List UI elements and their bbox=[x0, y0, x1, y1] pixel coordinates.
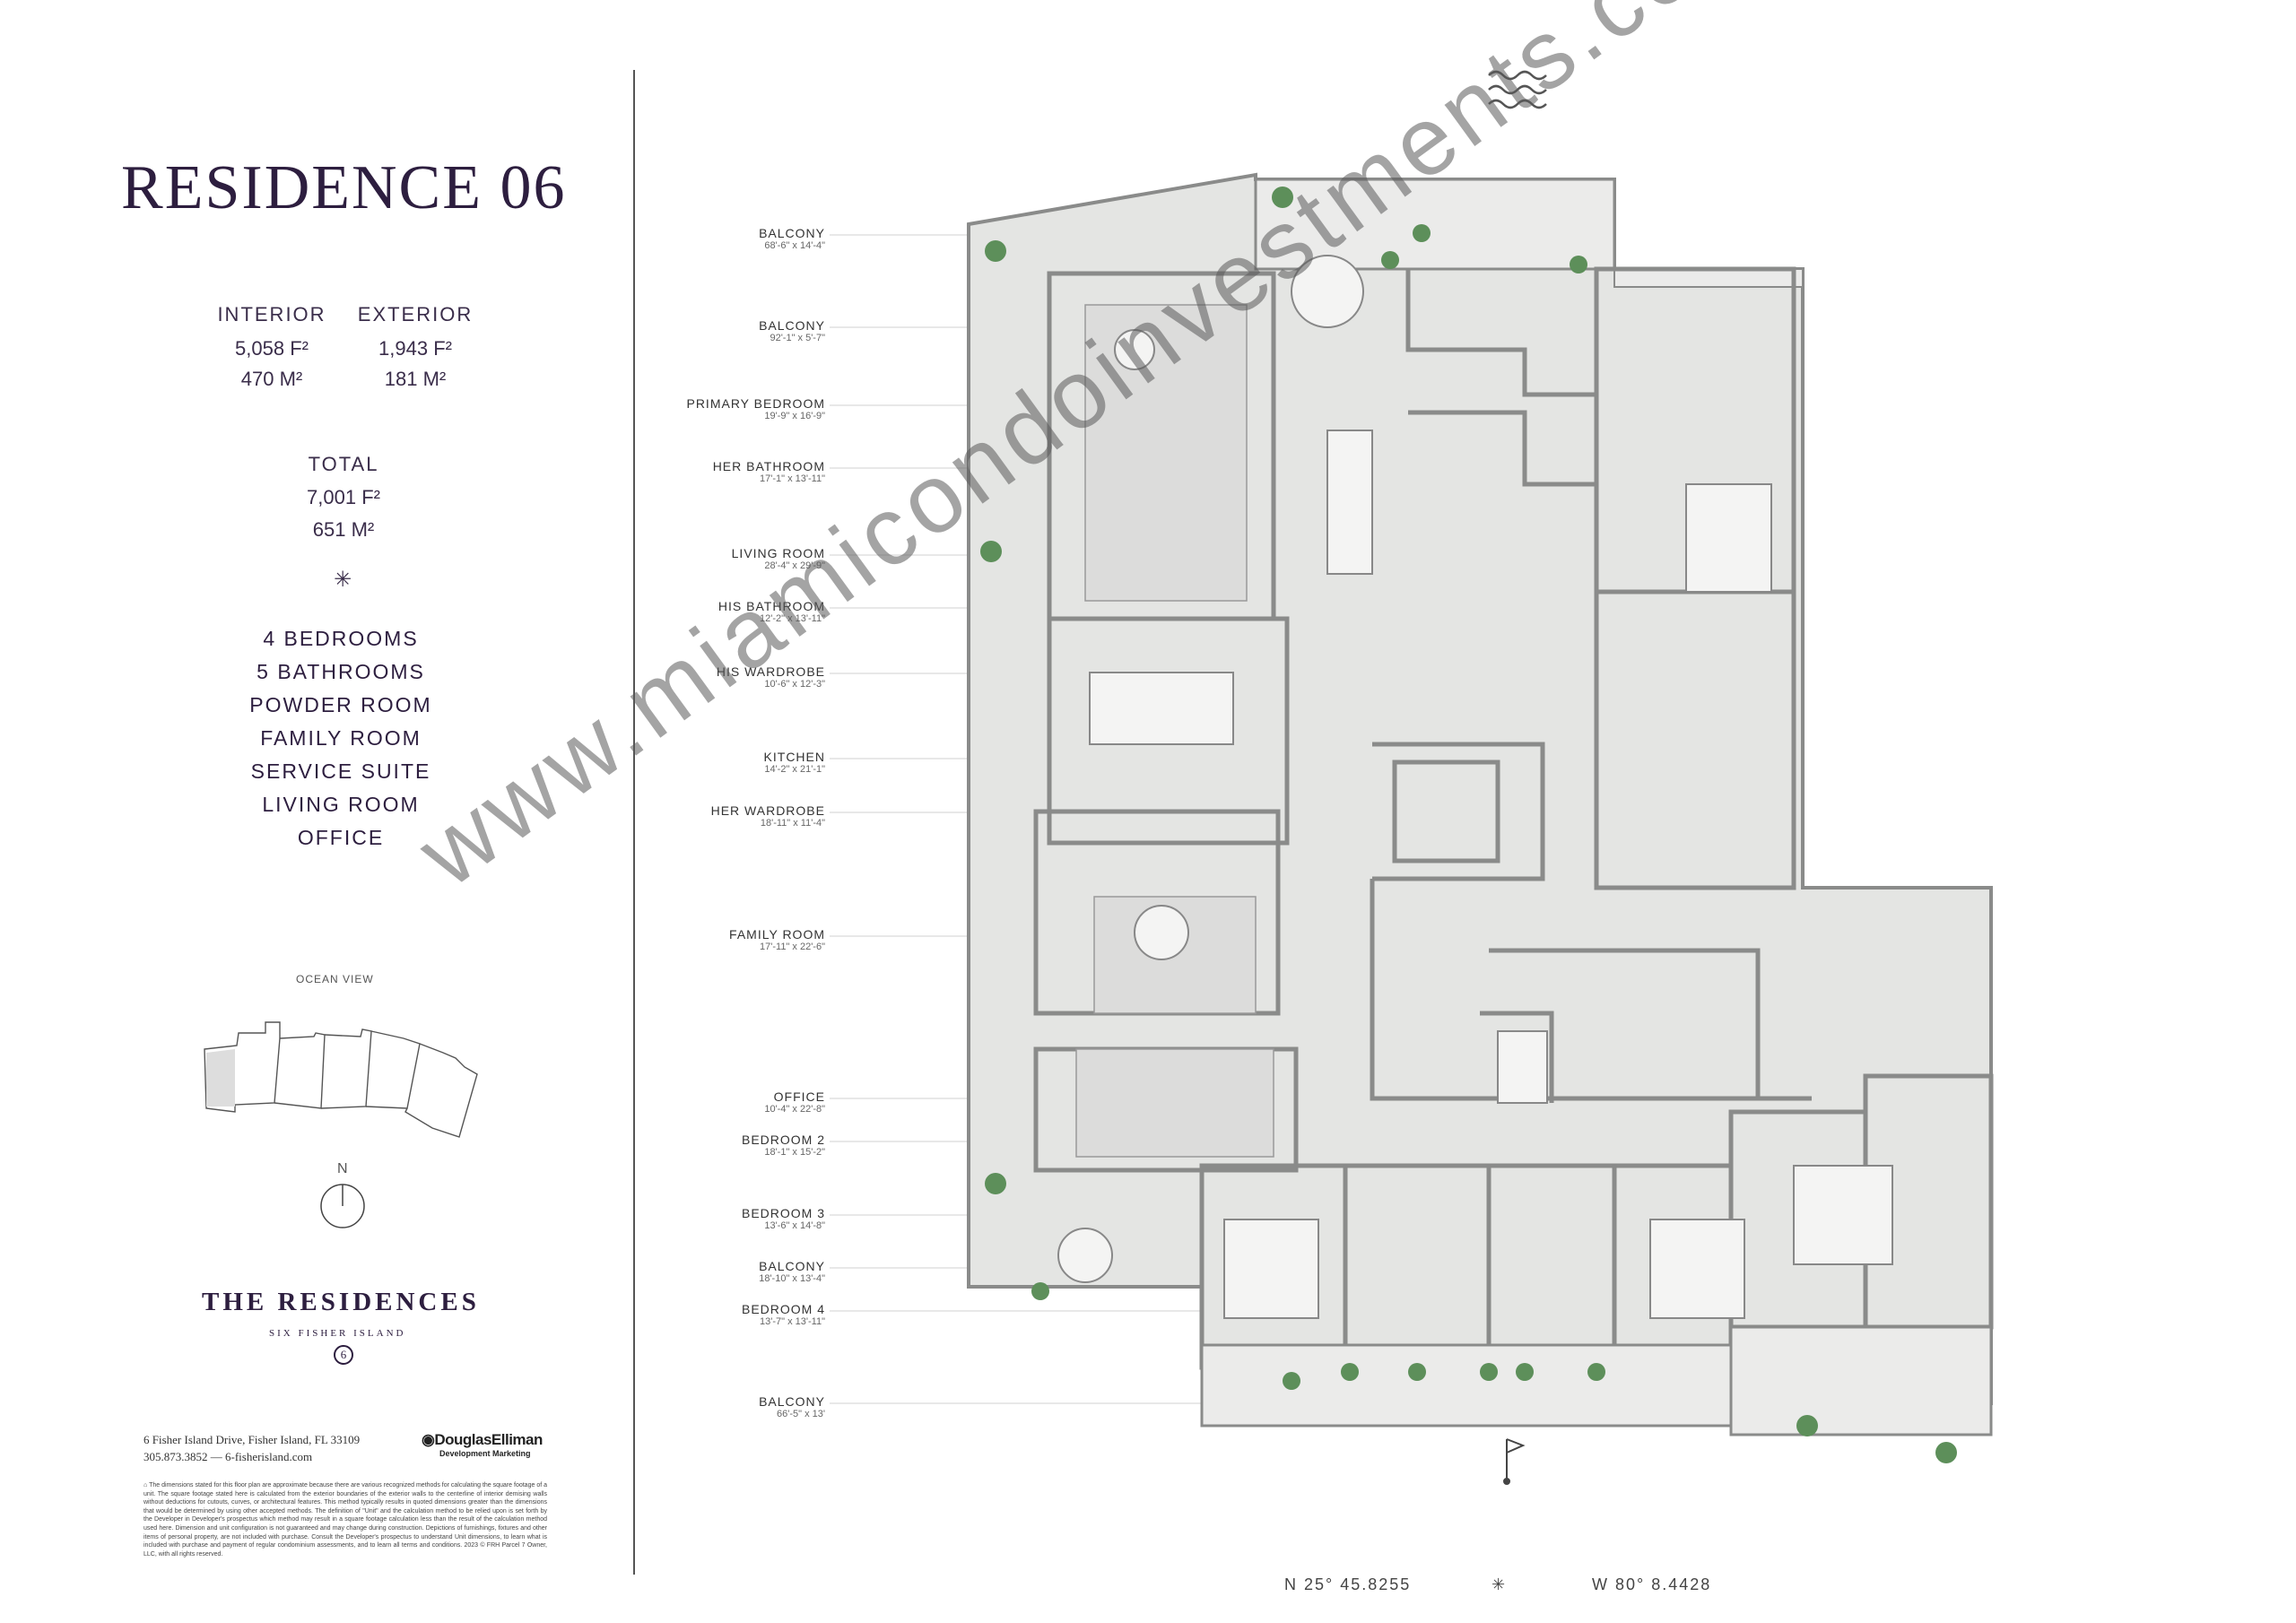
bedroom-4-bed bbox=[1649, 1219, 1745, 1319]
bedroom-2-bed bbox=[1793, 1165, 1893, 1265]
feature-item: POWDER ROOM bbox=[249, 693, 432, 716]
north-flag-icon bbox=[1503, 1438, 1526, 1485]
plants bbox=[980, 187, 1957, 1463]
dining-table bbox=[1326, 430, 1373, 575]
ocean-view-label: OCEAN VIEW bbox=[296, 973, 374, 985]
brand-badge: 6 bbox=[334, 1345, 353, 1365]
balcony-strip bbox=[1613, 268, 1804, 288]
ocean-waves-icon bbox=[1488, 70, 1547, 109]
feature-item: SERVICE SUITE bbox=[250, 759, 431, 783]
broker-sub: Development Marketing bbox=[439, 1449, 531, 1458]
panel-divider bbox=[633, 70, 635, 1575]
total-label: TOTAL bbox=[308, 453, 379, 475]
separator-star-icon: ✳ bbox=[334, 567, 352, 592]
total-ft: 7,001 F² bbox=[307, 486, 380, 508]
equal-housing-icon: ⌂ bbox=[144, 1482, 150, 1488]
interior-label: INTERIOR bbox=[217, 303, 326, 325]
page-title: RESIDENCE 06 bbox=[121, 153, 567, 222]
living-room-rug bbox=[1084, 304, 1248, 602]
brand-name: THE RESIDENCES bbox=[202, 1288, 480, 1316]
exterior-label: EXTERIOR bbox=[357, 303, 474, 325]
service-bed bbox=[1497, 1030, 1548, 1104]
longitude: W 80° 8.4428 bbox=[1592, 1575, 1712, 1593]
latitude: N 25° 45.8255 bbox=[1284, 1575, 1412, 1593]
broker-logo: ◉DouglasElliman Development Marketing bbox=[422, 1431, 543, 1458]
brand-subtitle: SIX FISHER ISLAND bbox=[269, 1328, 406, 1339]
floor-plan bbox=[967, 70, 1994, 1485]
bedroom-3-bed bbox=[1223, 1219, 1319, 1319]
broker-logo-icon: ◉ bbox=[422, 1431, 435, 1448]
contact-block: 6 Fisher Island Drive, Fisher Island, FL… bbox=[144, 1431, 360, 1465]
phone-website: 305.873.3852 — 6-fisherisland.com bbox=[144, 1450, 313, 1463]
disclaimer-text: The dimensions stated for this floor pla… bbox=[144, 1482, 548, 1558]
feature-list: 4 BEDROOMS 5 BATHROOMS POWDER ROOM FAMIL… bbox=[179, 622, 502, 855]
disclaimer: ⌂ The dimensions stated for this floor p… bbox=[144, 1481, 547, 1558]
north-label: N bbox=[337, 1161, 348, 1176]
address: 6 Fisher Island Drive, Fisher Island, FL… bbox=[144, 1433, 361, 1446]
beds bbox=[1223, 483, 1893, 1319]
office-rug bbox=[1075, 1048, 1274, 1158]
kitchen-island bbox=[1089, 672, 1234, 745]
exterior-ft: 1,943 F² bbox=[378, 337, 452, 360]
interior-m: 470 M² bbox=[240, 368, 303, 390]
interior-walls bbox=[1033, 266, 1994, 1370]
feature-item: FAMILY ROOM bbox=[260, 726, 422, 750]
broker-name: DouglasElliman bbox=[434, 1431, 543, 1448]
info-panel: RESIDENCE 06 INTERIOR EXTERIOR 5,058 F² … bbox=[0, 0, 628, 1623]
balcony-top bbox=[1254, 178, 1616, 271]
balcony-bottom bbox=[1200, 1343, 1733, 1428]
total-m: 651 M² bbox=[312, 518, 375, 541]
feature-item: 5 BATHROOMS bbox=[257, 660, 425, 683]
compass-icon bbox=[320, 1184, 365, 1228]
key-plan-map bbox=[204, 1021, 478, 1138]
compass-star-icon: ✳ bbox=[1492, 1575, 1508, 1594]
feature-item: OFFICE bbox=[297, 826, 385, 849]
feature-item: LIVING ROOM bbox=[262, 793, 420, 816]
primary-bed bbox=[1685, 483, 1772, 593]
interior-ft: 5,058 F² bbox=[235, 337, 309, 360]
exterior-m: 181 M² bbox=[384, 368, 447, 390]
feature-item: 4 BEDROOMS bbox=[263, 627, 419, 650]
balcony-bottom-right bbox=[1729, 1325, 1993, 1436]
